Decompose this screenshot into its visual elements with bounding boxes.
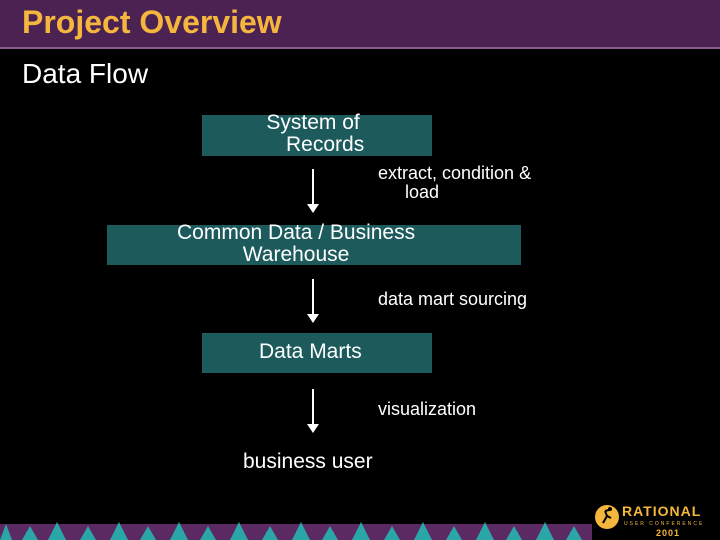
system-of-records-line2: Records bbox=[286, 133, 365, 156]
box-data-marts-label: Data Marts bbox=[259, 340, 362, 363]
edge-label-sourcing: data mart sourcing bbox=[378, 289, 528, 309]
rational-conference-logo: RATIONAL USER CONFERENCE 2001 bbox=[592, 500, 720, 540]
logo-wordmark: RATIONAL bbox=[622, 503, 702, 519]
arrow-down-2 bbox=[307, 279, 319, 323]
slide-title: Project Overview bbox=[22, 4, 282, 40]
edge-extract-line1: extract, condition & bbox=[378, 163, 532, 183]
arrow-head-icon bbox=[307, 204, 319, 213]
arrow-down-3 bbox=[307, 389, 319, 433]
decorative-band bbox=[0, 522, 720, 540]
box-warehouse bbox=[107, 225, 521, 265]
edge-label-visualization: visualization bbox=[378, 399, 477, 419]
box-warehouse-label: Common Data / Business Warehouse bbox=[177, 222, 415, 266]
box-system-of-records bbox=[202, 115, 432, 156]
logo-year: 2001 bbox=[656, 528, 681, 538]
edge-extract-line2: load bbox=[405, 182, 440, 202]
warehouse-line1: Common Data / Business bbox=[177, 221, 416, 244]
title-divider bbox=[0, 47, 720, 49]
arrow-head-icon bbox=[307, 314, 319, 323]
arrow-head-icon bbox=[307, 424, 319, 433]
warehouse-line2: Warehouse bbox=[242, 243, 350, 266]
system-of-records-line1: System of bbox=[266, 111, 360, 134]
edge-label-extract: extract, condition & load bbox=[378, 164, 531, 202]
box-data-marts bbox=[202, 333, 432, 373]
title-bar: Project Overview bbox=[0, 0, 720, 47]
slide-subtitle: Data Flow bbox=[22, 58, 149, 89]
logo-tagline: USER CONFERENCE bbox=[624, 521, 705, 527]
business-user-label: business user bbox=[243, 450, 373, 473]
runner-icon bbox=[595, 505, 619, 529]
box-system-of-records-label: System of Records bbox=[262, 112, 364, 156]
arrow-down-1 bbox=[307, 169, 319, 213]
